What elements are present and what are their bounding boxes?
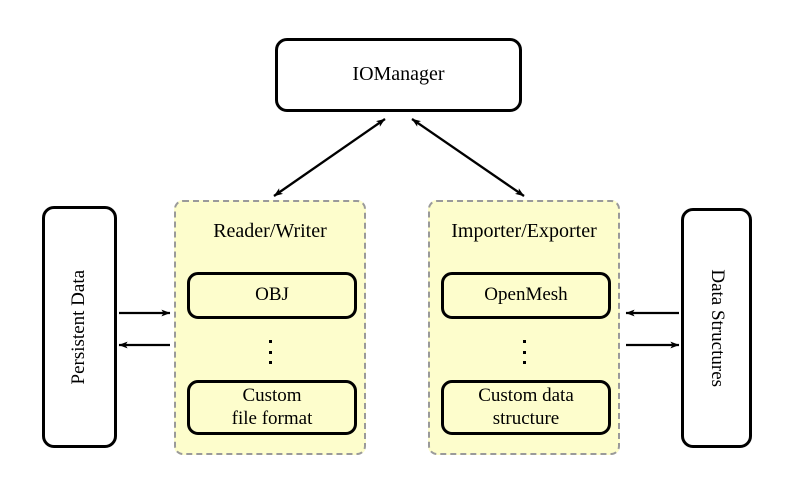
node-custom-file-format[interactable]: Custom file format (187, 380, 357, 435)
panel-reader-writer[interactable]: Reader/Writer OBJ Custom file format (174, 200, 366, 455)
node-custom-data-structure-label: Custom data structure (478, 384, 574, 429)
iomanager-node[interactable]: IOManager (275, 38, 522, 112)
panel-importer-exporter-title: Importer/Exporter (451, 220, 597, 242)
node-openmesh-label: OpenMesh (484, 284, 568, 306)
connector-iomanager-reader-writer (273, 118, 386, 197)
data-structures-label: Data Structures (706, 269, 728, 387)
node-obj[interactable]: OBJ (187, 272, 357, 319)
panel-importer-exporter[interactable]: Importer/Exporter OpenMesh Custom data s… (428, 200, 620, 455)
node-openmesh[interactable]: OpenMesh (441, 272, 611, 319)
node-custom-data-structure[interactable]: Custom data structure (441, 380, 611, 435)
ellipsis-reader-writer-icon (268, 340, 272, 364)
persistent-data-label: Persistent Data (68, 269, 90, 385)
iomanager-label: IOManager (352, 63, 445, 86)
connector-iomanager-importer-exporter (411, 118, 525, 197)
persistent-data-node[interactable]: Persistent Data (42, 206, 117, 448)
node-obj-label: OBJ (255, 284, 289, 306)
node-custom-file-format-label: Custom file format (231, 384, 313, 429)
data-structures-node[interactable]: Data Structures (681, 208, 752, 448)
ellipsis-importer-exporter-icon (522, 340, 526, 364)
panel-reader-writer-title: Reader/Writer (213, 220, 327, 242)
